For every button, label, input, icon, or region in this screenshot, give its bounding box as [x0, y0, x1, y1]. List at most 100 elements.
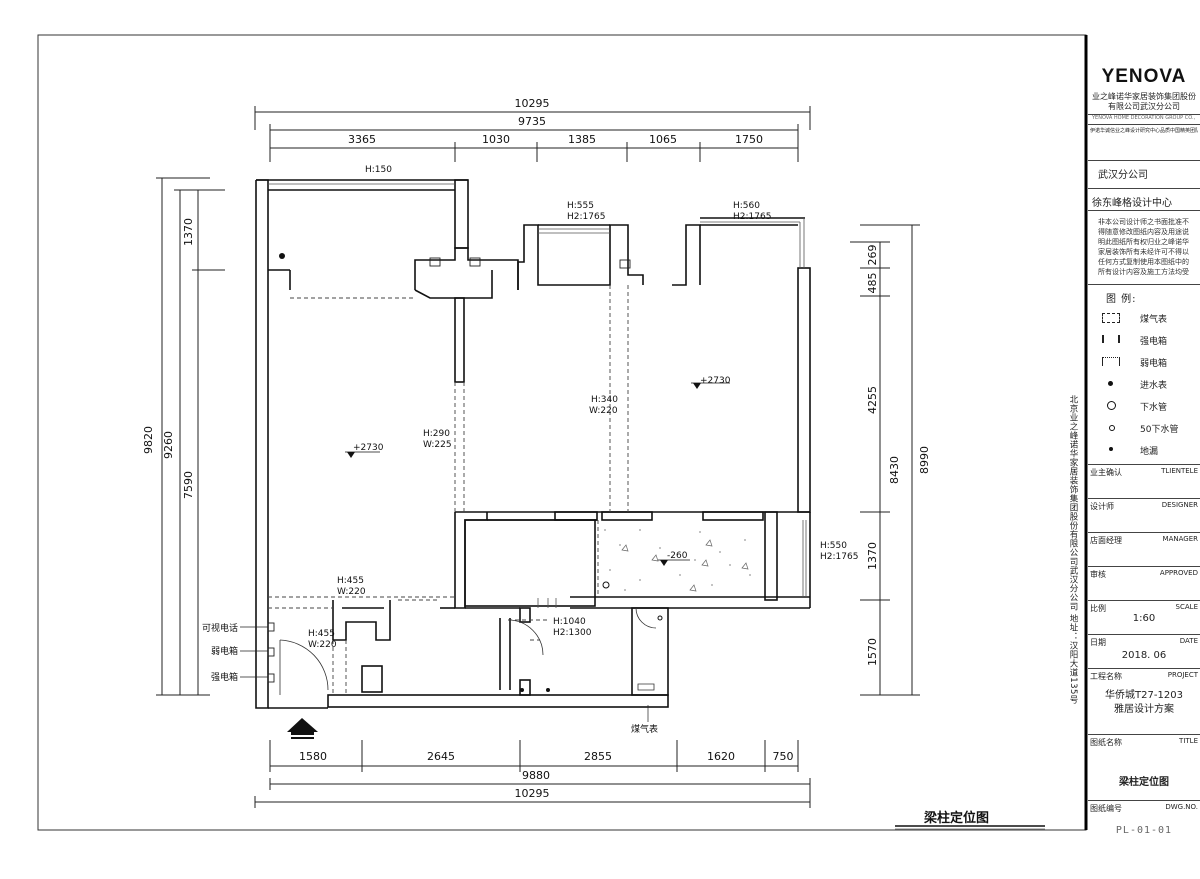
legend-item: 弱电箱 [1088, 353, 1200, 375]
beam-label: H:290 [423, 429, 450, 439]
level-label: +2730 [353, 443, 384, 453]
designer-label-en: DESIGNER [1161, 501, 1198, 509]
dim-bottom-seg: 1580 [299, 750, 327, 763]
scale-label: 比例 [1090, 604, 1106, 613]
strong-box-icon [1102, 335, 1120, 343]
dim-left-inner: 9260 [162, 431, 175, 459]
level-label: +2730 [700, 376, 731, 386]
vertical-company-text: 北京业之峰诺华家居装饰集团股份有限公司武汉分公司 地址：汉阳大道135号 [1068, 395, 1078, 704]
dim-top-outer: 10295 [515, 97, 550, 110]
dim-left-main: 7590 [182, 471, 195, 499]
beam-label: H2:1765 [733, 212, 771, 222]
beam-label: H:1040 [553, 617, 586, 627]
dim-right-seg: 1370 [866, 542, 879, 570]
beam-label: H:555 [567, 201, 594, 211]
pipe-dots [279, 253, 663, 692]
project-value: 华侨城T27-1203 雅居设计方案 [1105, 690, 1183, 715]
beam-label: H2:1765 [820, 552, 858, 562]
legend-item: 50下水管 [1088, 419, 1200, 441]
gas-meter-icon [1102, 313, 1120, 323]
dim-bottom-seg: 1620 [707, 750, 735, 763]
strong-box-label: 强电箱 [211, 671, 238, 683]
date-value: 2018. 06 [1121, 650, 1167, 661]
beam-label: W:225 [423, 440, 452, 450]
weak-box-icon [1102, 357, 1120, 366]
project-label-en: PROJECT [1167, 671, 1198, 679]
beam-label: H:550 [820, 541, 847, 551]
company-line: 伊诺华诚信业之峰设计研究中心品质中国精英团队 [1090, 128, 1198, 134]
beam-label: W:220 [337, 587, 366, 597]
dim-top-seg: 3365 [348, 133, 376, 146]
gas-meter-label: 煤气表 [631, 723, 658, 735]
notice-text: 非本公司设计师之书面批准不得随意修改图纸内容及用途说明此图纸所有权归业之峰诺华家… [1098, 218, 1189, 276]
dwg-value: PL-01-01 [1115, 825, 1173, 836]
drawing-title: 梁柱定位图 [923, 810, 989, 826]
beam-label: H:340 [591, 395, 618, 405]
dim-left-outer: 9820 [142, 426, 155, 454]
date-label-en: DATE [1179, 637, 1198, 645]
title-label: 图纸名称 [1090, 738, 1122, 747]
doors [279, 607, 657, 695]
dim-bottom-seg: 2855 [584, 750, 612, 763]
legend-title: 图 例: [1106, 294, 1137, 305]
level-marks [345, 382, 730, 566]
branch-name: 武汉分公司 [1098, 170, 1148, 181]
drain-pipe-icon [1107, 401, 1116, 410]
water-inlet-icon [1108, 381, 1113, 386]
top-dimensions [254, 106, 811, 162]
drain-50-icon [1109, 425, 1115, 431]
dim-top-seg: 1385 [568, 133, 596, 146]
beam-label: H:455 [337, 576, 364, 586]
legend-item: 地漏 [1088, 441, 1200, 463]
title-block: YENOVA 业之峰诺华家居装饰集团股份有限公司武汉分公司 YENOVA HOM… [1088, 52, 1200, 844]
beam-label: H2:1765 [567, 212, 605, 222]
manager-label: 店面经理 [1090, 536, 1122, 545]
legend-item: 下水管 [1088, 397, 1200, 419]
beam-label: W:220 [308, 640, 337, 650]
company-name: 业之峰诺华家居装饰集团股份有限公司武汉分公司 [1092, 92, 1196, 111]
company-en: YENOVA HOME DECORATION GROUP CO., LTD [1092, 115, 1196, 121]
date-label: 日期 [1090, 638, 1106, 647]
dim-left-top: 1370 [182, 218, 195, 246]
beam-lines [268, 285, 629, 695]
audit-label-en: APPROVED [1159, 569, 1198, 577]
legend-item: 进水表 [1088, 375, 1200, 397]
project-label: 工程名称 [1090, 672, 1122, 681]
right-dimensions [850, 224, 920, 696]
floor-drain-icon [1109, 447, 1113, 451]
dim-right-seg: 1570 [866, 638, 879, 666]
beam-label: H:455 [308, 629, 335, 639]
dim-right-seg: 4255 [866, 386, 879, 414]
designer-label: 设计师 [1090, 502, 1114, 511]
beam-label: H:560 [733, 201, 760, 211]
dim-top-seg: 1750 [735, 133, 763, 146]
legend-item: 强电箱 [1088, 331, 1200, 353]
audit-label: 审核 [1090, 570, 1106, 579]
manager-label-en: MANAGER [1162, 535, 1198, 543]
dim-right-outer: 8990 [918, 446, 931, 474]
legend-item: 煤气表 [1088, 309, 1200, 331]
beam-label: H:150 [365, 165, 392, 175]
entrance-arrow-icon [287, 718, 318, 739]
dwg-label: 图纸编号 [1090, 804, 1122, 813]
design-center: 徐东峰格设计中心 [1092, 198, 1172, 209]
bottom-dimensions [254, 740, 811, 808]
video-phone-label: 可视电话 [202, 622, 238, 634]
client-label-en: TLIENTELE [1161, 467, 1198, 475]
left-dimensions [156, 177, 225, 696]
dim-top-seg: 1065 [649, 133, 677, 146]
dim-top-seg: 1030 [482, 133, 510, 146]
scale-value: 1:60 [1132, 613, 1156, 624]
balcony-hatch [604, 529, 751, 591]
dim-right-inner: 8430 [888, 456, 901, 484]
scale-label-en: SCALE [1175, 603, 1198, 611]
wall-boxes [267, 257, 631, 683]
title-value: 梁柱定位图 [1119, 777, 1169, 788]
dim-right-seg: 269 [866, 245, 879, 266]
windows [268, 183, 807, 608]
dim-bottom-seg: 750 [773, 750, 794, 763]
dim-bottom-seg: 2645 [427, 750, 455, 763]
beam-label: W:220 [589, 406, 618, 416]
title-label-en: TITLE [1179, 737, 1198, 745]
dim-bottom-inner: 9880 [522, 769, 550, 782]
